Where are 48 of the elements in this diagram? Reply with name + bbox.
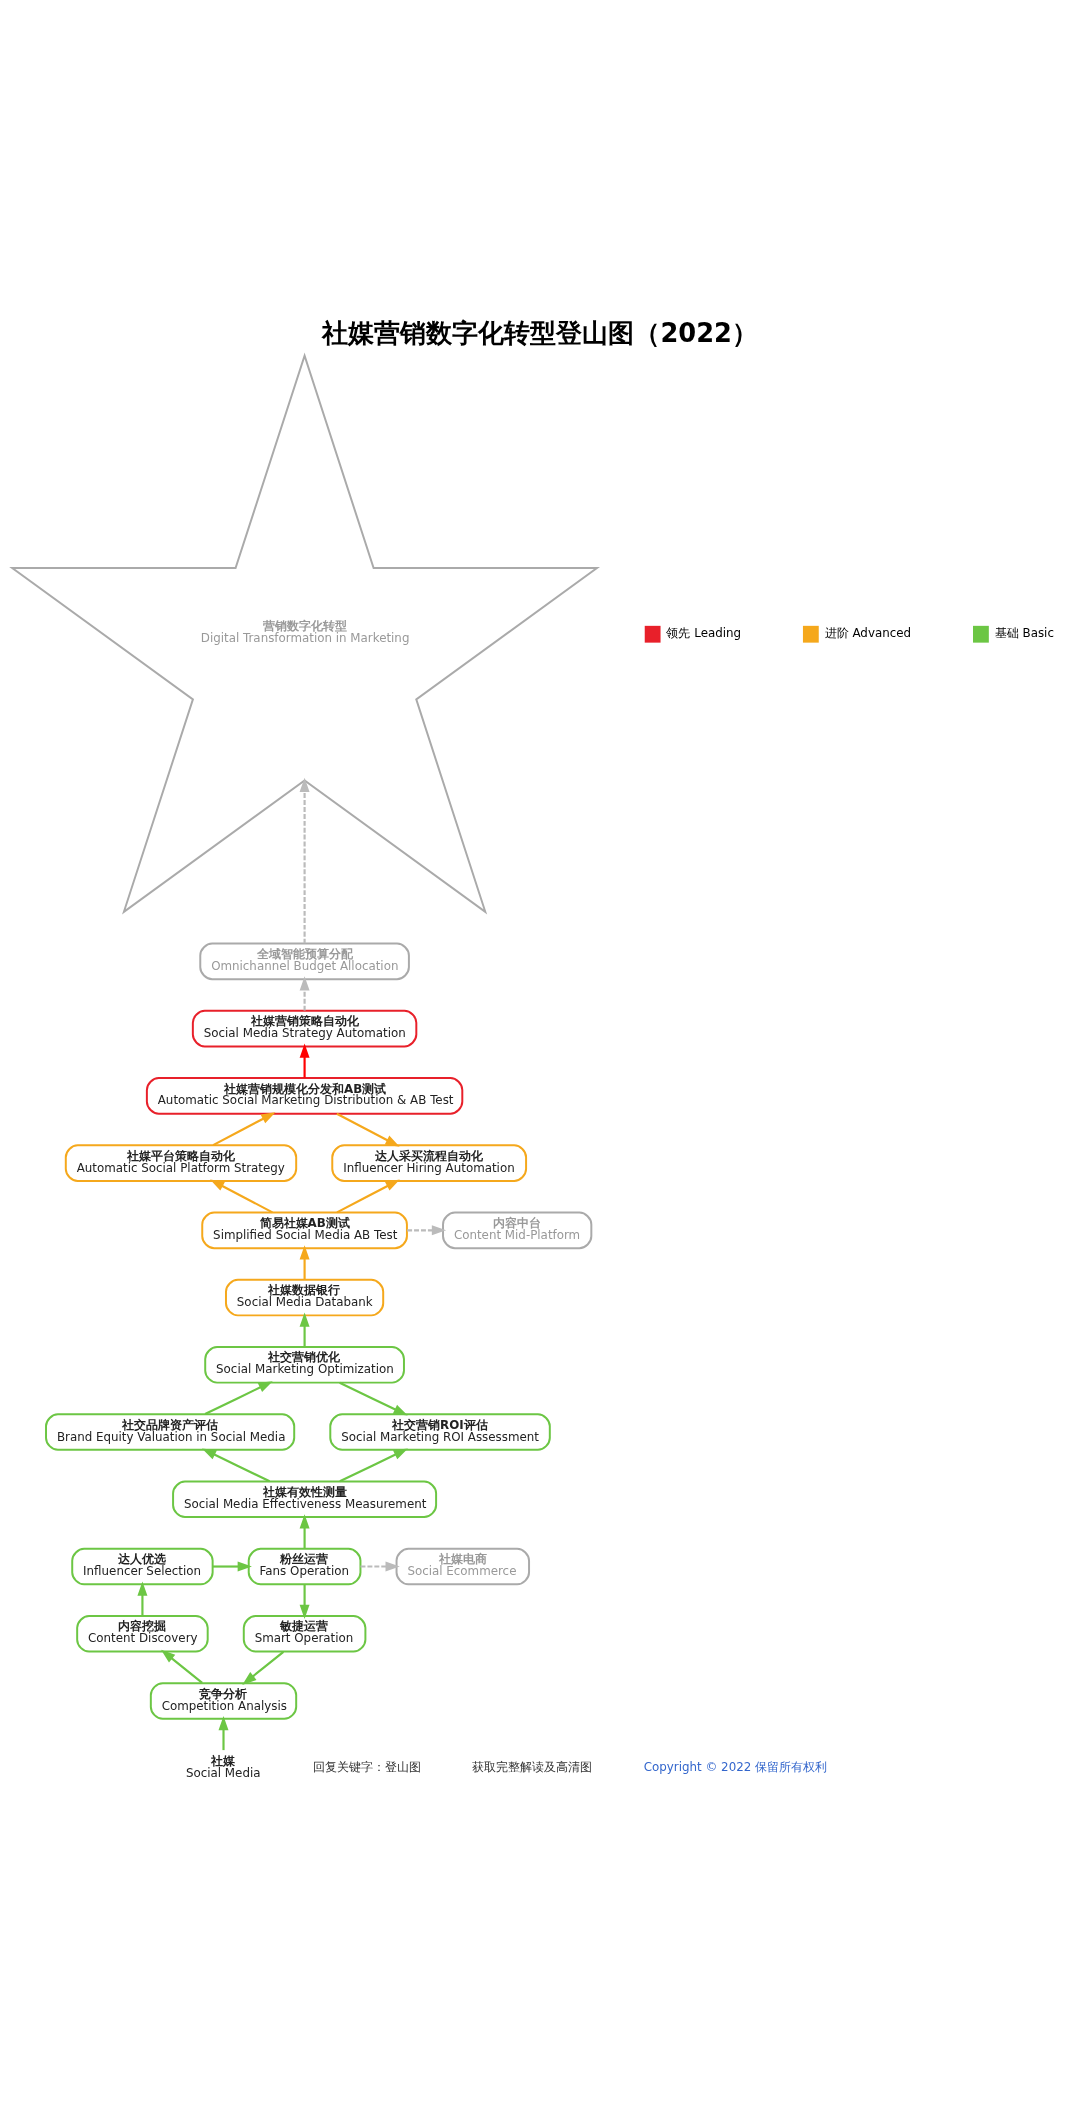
label: 获取完整解读及高清图: [472, 1760, 593, 1775]
node-box: 敏捷运营 Smart Operation: [242, 1615, 367, 1653]
arrow: [137, 1581, 148, 1616]
arrow: [299, 976, 310, 1011]
node-box: 社交品牌资产评估 Brand Equity Valuation in Social Media: [45, 1413, 296, 1451]
arrow: [204, 1381, 273, 1416]
legend-label: 领先 Leading: [666, 626, 742, 641]
arrow: [336, 1179, 400, 1214]
node-box: 社媒电商 Social Ecommerce: [395, 1547, 531, 1586]
arrow: [212, 1561, 252, 1572]
arrow: [242, 1650, 285, 1685]
node-box: 社媒数据银行 Social Media Databank: [225, 1278, 385, 1317]
node-box: 社交营销优化 Social Marketing Optimization: [204, 1346, 405, 1384]
node-box: 内容中台 Content Mid-Platform: [442, 1211, 593, 1250]
arrow: [212, 1112, 276, 1147]
arrow: [336, 1112, 400, 1147]
arrow: [339, 1448, 408, 1483]
arrow: [299, 1043, 310, 1078]
arrow: [299, 777, 310, 944]
legend-label: 基础 Basic: [994, 626, 1054, 641]
node-box: 社媒平台策略自动化 Automatic Social Platform Strategy: [64, 1144, 298, 1182]
node-box: 达人采买流程自动化 Influencer Hiring Automation: [331, 1144, 528, 1182]
node-box: 内容挖掘 Content Discovery: [76, 1615, 209, 1653]
node-box: 社交营销ROI评估 Social Marketing ROI Assessment: [329, 1413, 551, 1451]
label: Copyright © 2022 保留所有权利: [643, 1760, 828, 1775]
arrow: [299, 1584, 310, 1619]
arrow: [218, 1715, 229, 1751]
arrow: [299, 1514, 310, 1549]
arrow: [210, 1179, 273, 1214]
node-box: 达人优选 Influencer Selection: [71, 1547, 214, 1586]
node-box: 简易社媒AB测试 Simplified Social Media AB Test: [201, 1211, 408, 1250]
node-box: 社媒营销规模化分发和AB测试 Automatic Social Marketing Distribution & AB Test: [145, 1077, 464, 1115]
diagram-title: 社媒营销数字化转型登山图（2022）: [322, 318, 758, 349]
node-box: 粉丝运营 Fans Operation: [247, 1547, 362, 1586]
arrow: [299, 1245, 310, 1280]
node-box: 社媒营销策略自动化 Social Media Strategy Automation: [191, 1009, 418, 1048]
arrow: [299, 1312, 310, 1347]
node-text: 社媒 Social Media: [185, 1753, 261, 1780]
node-box: 社媒有效性测量 Social Media Effectiveness Measurement: [172, 1480, 438, 1519]
arrow: [339, 1381, 408, 1416]
arrow: [161, 1649, 203, 1684]
arrow: [201, 1448, 271, 1483]
arrow: [360, 1561, 400, 1572]
node-box: 全域智能预算分配 Omnichannel Budget Allocation: [199, 942, 410, 981]
node-box: 竞争分析 Competition Analysis: [149, 1682, 298, 1720]
arrow: [407, 1225, 447, 1236]
legend-label: 进阶 Advanced: [824, 626, 912, 641]
label: 回复关键字：登山图: [312, 1760, 421, 1775]
